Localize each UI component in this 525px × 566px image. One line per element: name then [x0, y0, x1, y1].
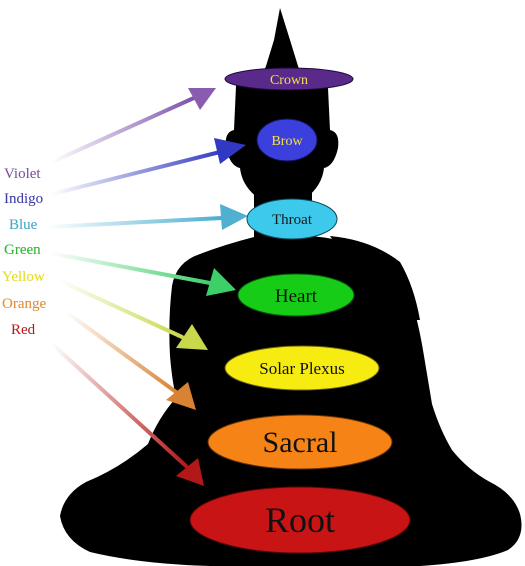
arrows [46, 88, 248, 486]
color-label-red: Red [11, 322, 36, 338]
arrow-green [48, 251, 236, 296]
arrow-yellow [56, 278, 208, 350]
solar-plexus-label: Solar Plexus [259, 359, 344, 378]
arrow-orange [64, 310, 196, 410]
brow-chakra [256, 118, 318, 162]
color-label-orange: Orange [2, 296, 47, 312]
chakra-ellipses: Crown Brow Throat Heart Solar Plexus Sac… [189, 67, 411, 554]
color-label-violet: Violet [4, 166, 41, 182]
color-label-green: Green [4, 242, 41, 258]
color-label-yellow: Yellow [2, 269, 45, 285]
arrow-red [50, 342, 204, 486]
sacral-chakra [207, 414, 393, 470]
arrow-violet [50, 88, 216, 164]
throat-chakra [246, 198, 338, 240]
solar-plexus-chakra [224, 345, 380, 391]
sacral-label: Sacral [263, 426, 338, 459]
heart-chakra [237, 273, 355, 317]
arrow-blue [46, 204, 248, 230]
color-label-indigo: Indigo [4, 191, 44, 207]
arrow-indigo [50, 138, 246, 196]
crown-chakra [224, 67, 354, 91]
root-label: Root [265, 500, 335, 540]
color-label-blue: Blue [9, 217, 38, 233]
ushnisha-spire [262, 8, 302, 76]
brow-label: Brow [271, 134, 303, 149]
crown-label: Crown [270, 73, 308, 88]
heart-label: Heart [275, 286, 318, 307]
root-chakra [189, 486, 411, 554]
right-shoulder-shape [330, 236, 420, 320]
throat-label: Throat [272, 212, 313, 228]
